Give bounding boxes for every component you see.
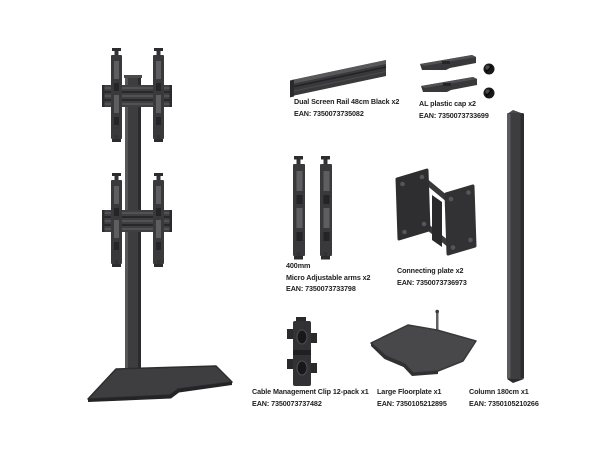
connecting-plate-image: [395, 168, 477, 256]
part-ean: EAN: 7350073733699: [419, 110, 489, 120]
part-ean: EAN: 7350105212895: [377, 398, 447, 408]
part-label-block: Dual Screen Rail 48cm Black x2 EAN: 7350…: [294, 96, 399, 119]
micro-adjustable-arms-image: [293, 156, 332, 260]
part-ean: EAN: 7350073733798: [286, 284, 356, 293]
column-image: [507, 110, 524, 383]
part-label-block: 400mm Micro Adjustable arms x2 EAN: 7350…: [286, 260, 371, 295]
part-ean: EAN: 7350105210266: [469, 398, 539, 408]
dual-screen-rail-image: [290, 60, 387, 98]
screw-icon: [483, 87, 495, 99]
part-name: Micro Adjustable arms x2: [286, 272, 371, 282]
part-name: Column 180cm x1: [469, 387, 529, 396]
part-name: AL plastic cap x2: [419, 99, 476, 108]
assembled-dual-screen-floor-stand-image: [87, 48, 233, 402]
part-label-block: Cable Management Clip 12-pack x1 EAN: 73…: [252, 386, 369, 409]
part-label-block: Large Floorplate x1 EAN: 7350105212895: [377, 386, 447, 409]
part-label-block: AL plastic cap x2 EAN: 7350073733699: [419, 98, 489, 121]
al-plastic-cap-image: [420, 55, 495, 99]
part-ean: EAN: 7350073737482: [252, 398, 322, 408]
part-label-block: Connecting plate x2 EAN: 7350073736973: [397, 265, 467, 288]
part-size: 400mm: [286, 261, 311, 270]
part-ean: EAN: 7350073735082: [294, 108, 364, 118]
part-name: Connecting plate x2: [397, 266, 464, 275]
part-name: Cable Management Clip 12-pack x1: [252, 387, 369, 396]
part-ean: EAN: 7350073736973: [397, 277, 467, 287]
part-name: Large Floorplate x1: [377, 387, 442, 396]
part-label-block: Column 180cm x1 EAN: 7350105210266: [469, 386, 539, 409]
cable-management-clip-image: [287, 317, 317, 386]
large-floorplate-image: [370, 309, 477, 376]
screw-icon: [483, 63, 495, 75]
part-name: Dual Screen Rail 48cm Black x2: [294, 97, 400, 106]
